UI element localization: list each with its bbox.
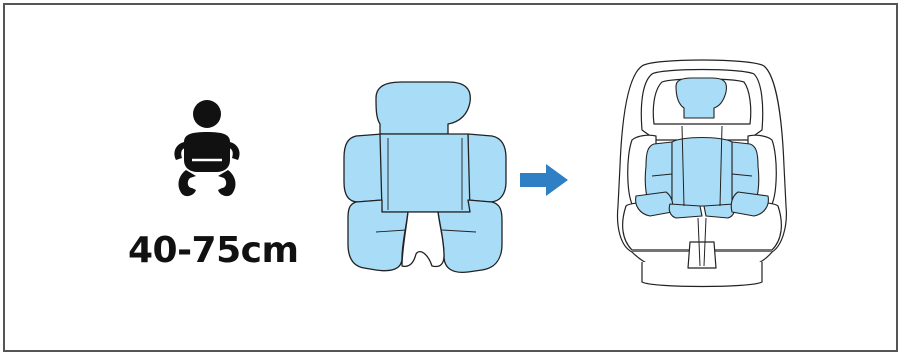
baby-icon: [174, 100, 240, 197]
car-seat-illustration: [616, 59, 787, 288]
arrow-right-icon: [520, 164, 568, 196]
seat-insert-illustration: [343, 81, 507, 274]
size-range-label: 40-75cm: [128, 230, 299, 271]
